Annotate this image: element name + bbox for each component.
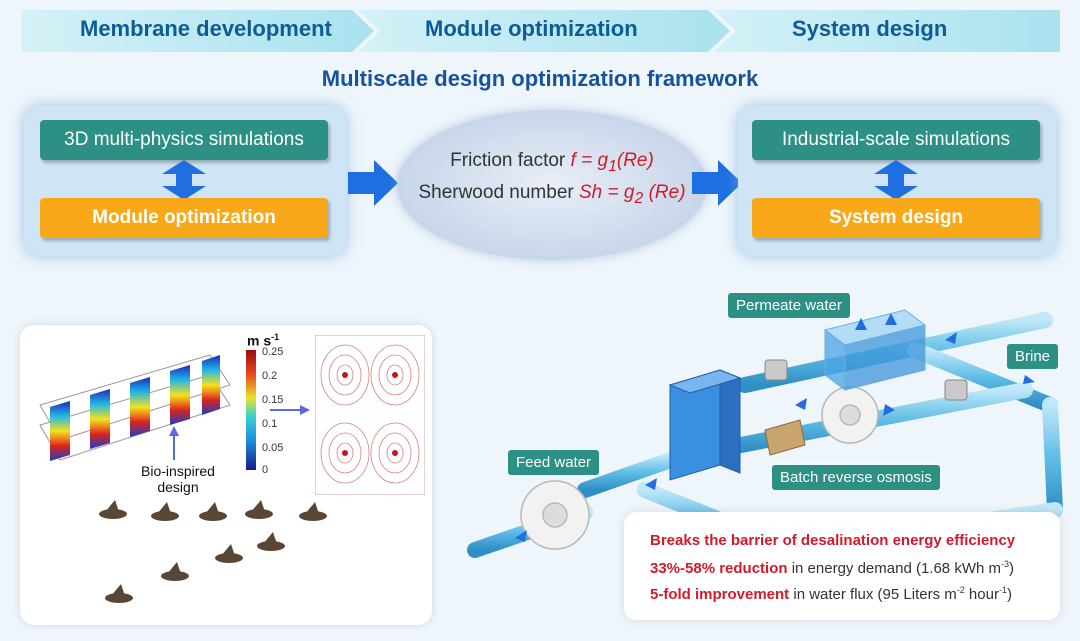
pump-icon xyxy=(520,480,590,550)
sherwood-label: Sherwood number xyxy=(418,182,574,203)
banner-step-membrane: Membrane development xyxy=(80,16,332,41)
goose-icon xyxy=(151,502,179,521)
velocity-colorbar xyxy=(246,350,256,470)
goose-icon xyxy=(199,502,227,521)
double-arrow-icon xyxy=(162,160,206,200)
correlation-ellipse: Friction factor f = g1(Re) Sherwood numb… xyxy=(397,110,707,260)
banner-step-2-shape xyxy=(358,10,730,52)
velocity-slice xyxy=(90,389,110,449)
flow-arrow-icon xyxy=(855,318,867,330)
goose-icon xyxy=(257,532,285,551)
colorbar-tick: 0.05 xyxy=(262,442,284,454)
permeate-water-label: Permeate water xyxy=(728,293,850,318)
feed-water-label: Feed water xyxy=(508,450,600,475)
goose-icon xyxy=(105,584,133,603)
summary-energy-line: 33%-58% reduction in energy demand (1.68… xyxy=(650,559,1014,577)
bio-inspired-label: Bio-inspired design xyxy=(141,463,215,495)
arrow-right-icon xyxy=(348,160,398,206)
double-arrow-icon xyxy=(874,160,918,200)
batch-ro-label: Batch reverse osmosis xyxy=(772,465,940,490)
pump-icon xyxy=(821,386,879,444)
flow-arrow-icon xyxy=(885,313,897,325)
arrow-right-icon xyxy=(692,160,742,206)
colorbar-tick: 0.2 xyxy=(262,370,278,382)
process-banner xyxy=(22,10,1060,52)
streamline-plot xyxy=(315,335,425,495)
colorbar-tick: 0.1 xyxy=(262,418,278,430)
velocity-slice xyxy=(50,401,70,461)
friction-factor-line: Friction factor f = g1(Re) xyxy=(397,150,707,176)
summary-headline: Breaks the barrier of desalination energ… xyxy=(650,532,1016,549)
goose-icon xyxy=(215,544,243,563)
colorbar-tick: 0 xyxy=(262,464,269,476)
arrow-right-icon xyxy=(270,405,310,415)
geese-formation-illustration xyxy=(99,500,327,603)
friction-label: Friction factor xyxy=(450,150,566,171)
permeate-tank xyxy=(823,309,927,391)
framework-title: Multiscale design optimization framework xyxy=(321,66,759,91)
colorbar-tick: 0.15 xyxy=(262,394,284,406)
summary-flux-line: 5-fold improvement in water flux (95 Lit… xyxy=(650,585,1012,603)
velocity-slice xyxy=(170,365,190,425)
banner-step-1-shape xyxy=(22,10,374,52)
goose-icon xyxy=(245,500,273,519)
valve-icon xyxy=(764,359,968,401)
flow-arrow-icon xyxy=(795,398,807,410)
brine-label: Brine xyxy=(1007,344,1059,369)
sherwood-number-line: Sherwood number Sh = g2 (Re) xyxy=(397,182,707,208)
friction-equation: f = g1(Re) xyxy=(570,150,654,175)
goose-icon xyxy=(299,502,327,521)
system-design-box: System design xyxy=(752,198,1040,238)
banner-step-system: System design xyxy=(792,16,948,41)
goose-icon xyxy=(161,562,189,581)
sherwood-equation: Sh = g2 (Re) xyxy=(579,182,686,207)
flow-arrow-icon xyxy=(1023,375,1035,384)
arrow-up-icon xyxy=(169,426,179,460)
strainer-icon xyxy=(764,419,806,456)
summary-card: Breaks the barrier of desalination energ… xyxy=(624,512,1060,620)
multiphysics-sim-box: 3D multi-physics simulations xyxy=(40,120,328,160)
industrial-sim-box: Industrial-scale simulations xyxy=(752,120,1040,160)
flow-arrow-icon xyxy=(515,530,527,542)
colorbar-unit: m s-1 xyxy=(247,332,280,349)
banner-step-module: Module optimization xyxy=(425,16,638,41)
flow-arrow-icon xyxy=(645,478,657,490)
banner-step-3-shape xyxy=(714,10,1060,52)
ro-module xyxy=(668,369,742,481)
module-3d-simulation-figure xyxy=(39,354,231,461)
module-optimization-box: Module optimization xyxy=(40,198,328,238)
flow-arrow-icon xyxy=(883,404,895,416)
colorbar-tick: 0.25 xyxy=(262,346,284,358)
velocity-slice xyxy=(130,377,150,437)
goose-icon xyxy=(99,500,127,519)
velocity-slice xyxy=(202,355,220,415)
flow-arrow-icon xyxy=(945,332,957,344)
